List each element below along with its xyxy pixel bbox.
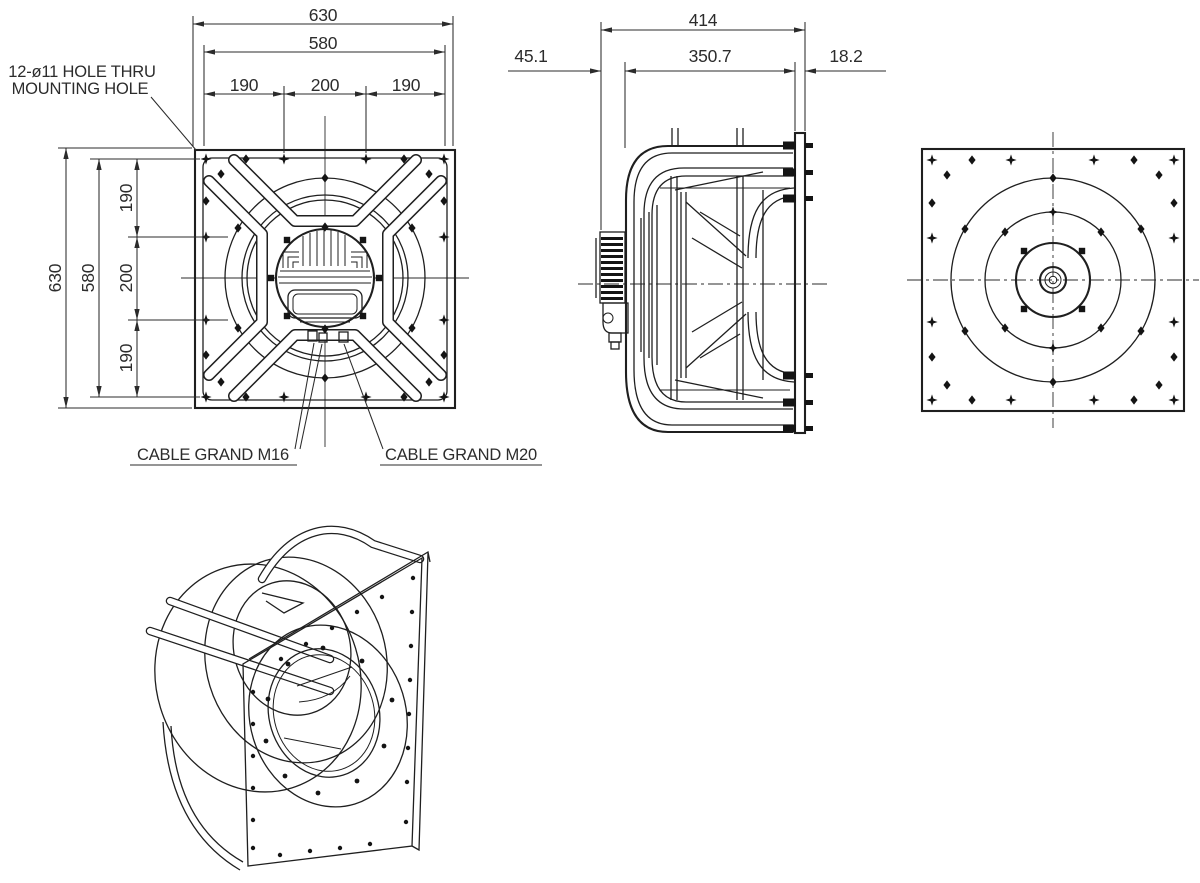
iso-impeller-drum xyxy=(154,556,388,871)
front-inlet-ring-inner xyxy=(246,199,404,357)
dim-front-top-seg3: 190 xyxy=(392,75,421,95)
iso-plate-thickness xyxy=(248,550,431,852)
front-dims-left: 630 580 190 200 190 xyxy=(45,147,228,409)
dim-front-top-seg1: 190 xyxy=(230,75,259,95)
leader-m16-b xyxy=(299,343,323,450)
rear-shaft-hub xyxy=(1038,265,1068,295)
cable-gland-labels: CABLE GRAND M16 CABLE GRAND M20 xyxy=(130,342,542,466)
side-cable-gland xyxy=(608,332,622,343)
note-line2: MOUNTING HOLE xyxy=(12,80,149,98)
label-cable-m16: CABLE GRAND M16 xyxy=(137,446,289,464)
side-housing-inner xyxy=(633,152,793,426)
dim-side-motor-overhang: 45.1 xyxy=(514,46,547,66)
front-inlet-ring-outer xyxy=(241,194,409,362)
rear-view xyxy=(907,132,1199,428)
rear-plate xyxy=(920,147,1186,413)
dim-front-top-overall: 630 xyxy=(309,5,338,25)
dim-front-left-boltspan: 580 xyxy=(78,263,98,292)
side-mounting-plate xyxy=(793,131,807,435)
motor-cable-glands xyxy=(307,330,349,343)
side-plate-bolts xyxy=(783,141,813,433)
side-dims: 414 45.1 350.7 18.2 xyxy=(508,10,886,230)
motor-heatsink-fins xyxy=(278,230,372,284)
iso-struts xyxy=(145,525,425,696)
side-inlet-bell xyxy=(747,187,795,383)
side-strut-tube-inner xyxy=(651,175,793,403)
dim-side-overall: 414 xyxy=(689,10,718,30)
front-view xyxy=(181,116,469,447)
note-line1: 12-ø11 HOLE THRU xyxy=(8,63,155,81)
note-leader xyxy=(150,96,197,151)
side-strut-tube-outer xyxy=(643,167,793,410)
front-dims-top: 630 580 190 200 190 xyxy=(192,5,454,153)
side-terminal-box xyxy=(602,302,629,334)
front-support-struts xyxy=(203,154,447,402)
dim-front-top-boltspan: 580 xyxy=(309,33,338,53)
leader-m16-a xyxy=(294,342,315,450)
side-motor xyxy=(595,205,658,365)
side-view xyxy=(578,128,830,435)
dim-side-housing-depth: 350.7 xyxy=(689,46,732,66)
dim-front-top-seg2: 200 xyxy=(311,75,340,95)
side-housing-outer xyxy=(624,144,793,434)
iso-blade-tip xyxy=(261,592,305,614)
label-cable-m20: CABLE GRAND M20 xyxy=(385,446,537,464)
front-mounting-plate xyxy=(193,148,457,410)
dim-front-left-seg3: 190 xyxy=(116,343,136,372)
leader-m20 xyxy=(343,343,384,450)
isometric-view xyxy=(145,525,431,871)
iso-plate-face xyxy=(242,556,423,867)
side-impeller xyxy=(674,171,764,399)
iso-plate-holes xyxy=(250,575,416,858)
mounting-hole-note: 12-ø11 HOLE THRU MOUNTING HOLE xyxy=(8,63,197,151)
dim-front-left-overall: 630 xyxy=(45,263,65,292)
dim-front-left-seg2: 200 xyxy=(116,263,136,292)
side-heatsink-fins xyxy=(601,237,623,300)
iso-inlet-ring xyxy=(248,624,408,808)
rear-circle-inner xyxy=(1014,241,1092,319)
iso-ring-bolts xyxy=(263,645,395,796)
motor-terminal-cover xyxy=(287,289,363,319)
front-motor xyxy=(267,222,383,343)
front-plate-inner-frame xyxy=(202,157,448,401)
motor-terminal-cover-inner xyxy=(292,293,358,315)
dim-front-left-seg1: 190 xyxy=(116,183,136,212)
side-frame-rails xyxy=(670,128,744,400)
dim-side-flange-offset: 18.2 xyxy=(829,46,862,66)
